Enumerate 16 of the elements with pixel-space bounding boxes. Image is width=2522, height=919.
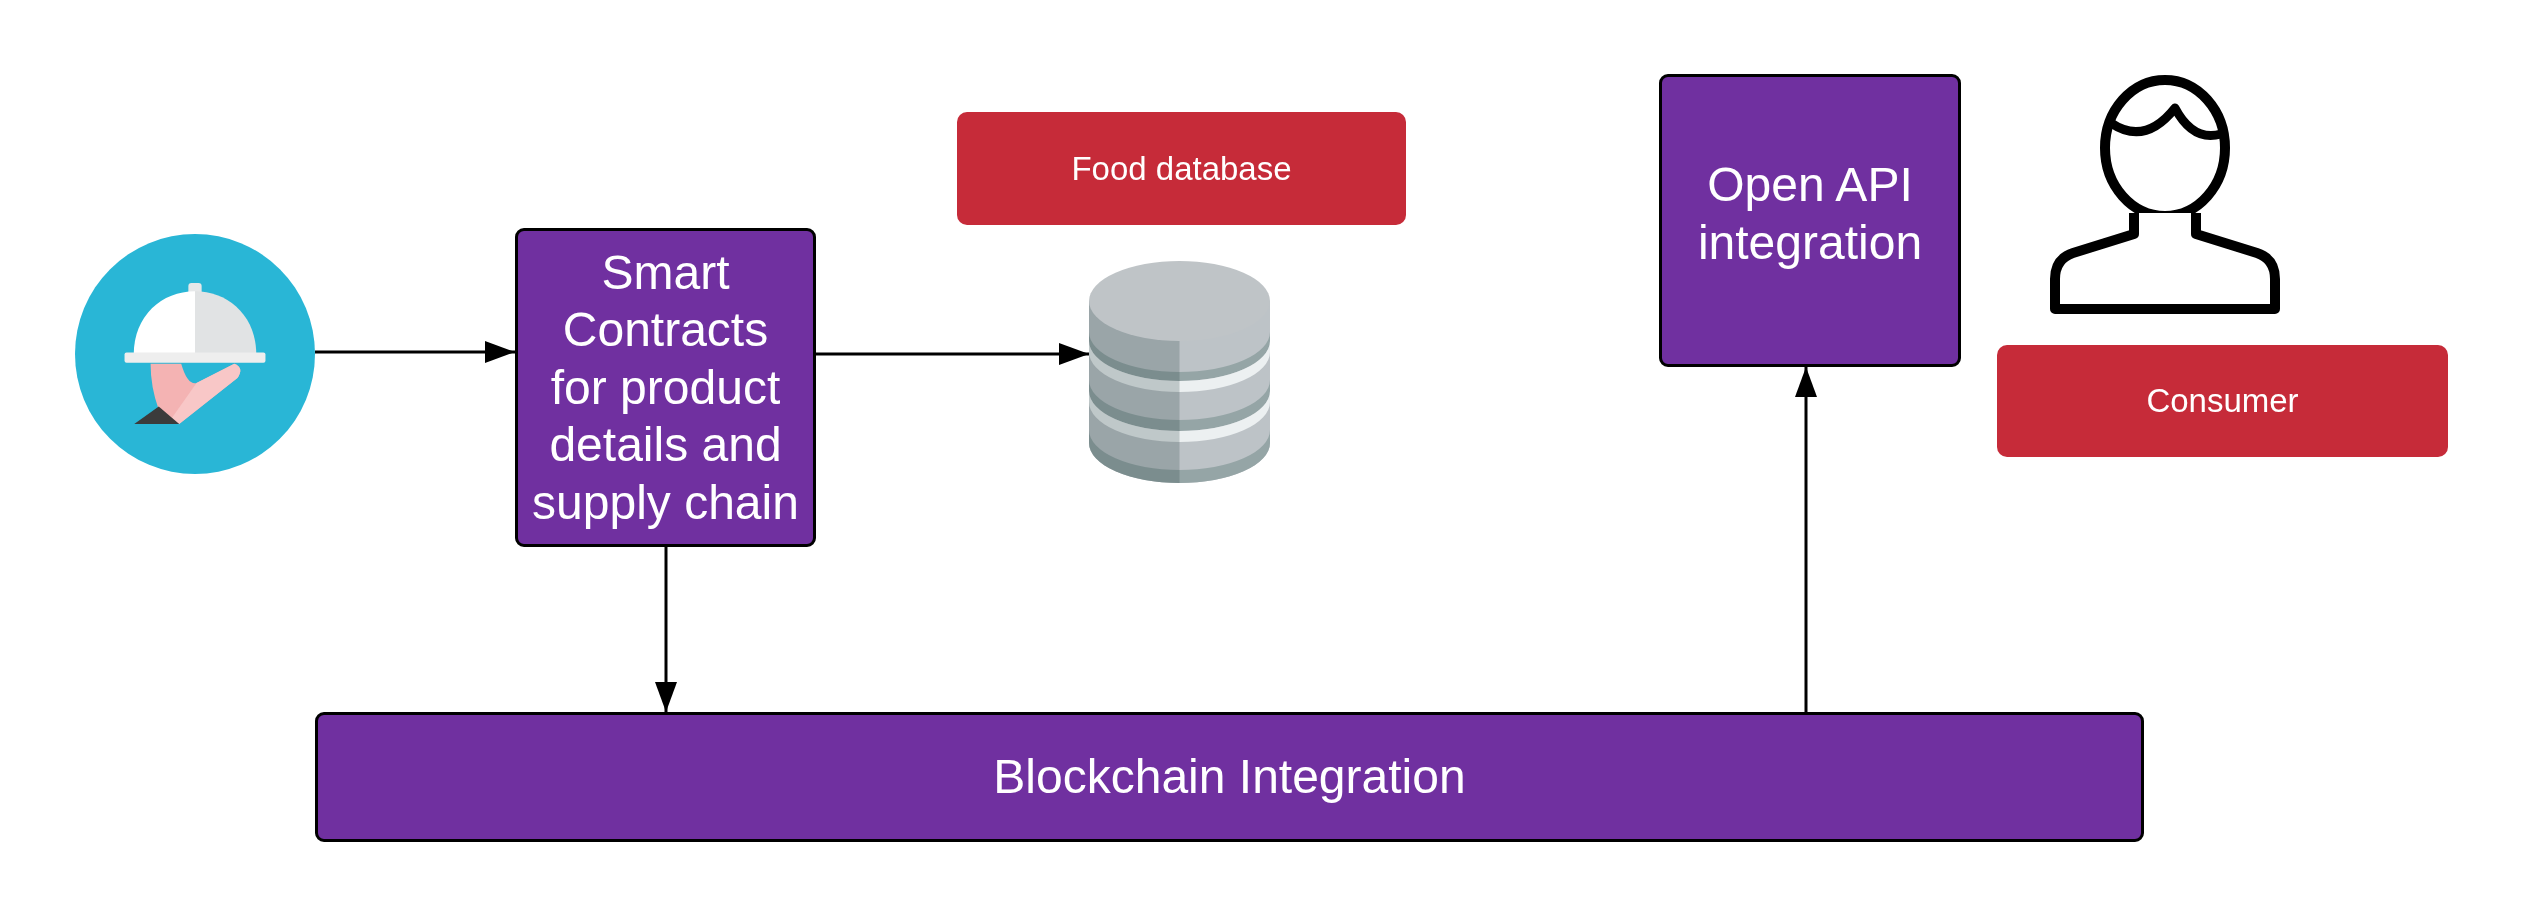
node-label: Smart Contracts for product details and supply chain [531,244,800,531]
serving-tray-icon [75,234,315,474]
arrow [816,343,1089,365]
node-label: Blockchain Integration [993,749,1466,806]
arrow [655,547,677,712]
arrow [1795,367,1817,712]
node-label: Consumer [2146,381,2299,421]
node-label: Food database [1071,148,1292,189]
arrow [315,341,515,363]
caption-box [1997,345,2448,457]
process-box [1659,74,1961,367]
database-icon [1089,261,1270,483]
process-box [515,228,816,547]
node-label: Open API integration [1696,156,1924,271]
process-box [315,712,2144,842]
caption-box [957,112,1406,225]
